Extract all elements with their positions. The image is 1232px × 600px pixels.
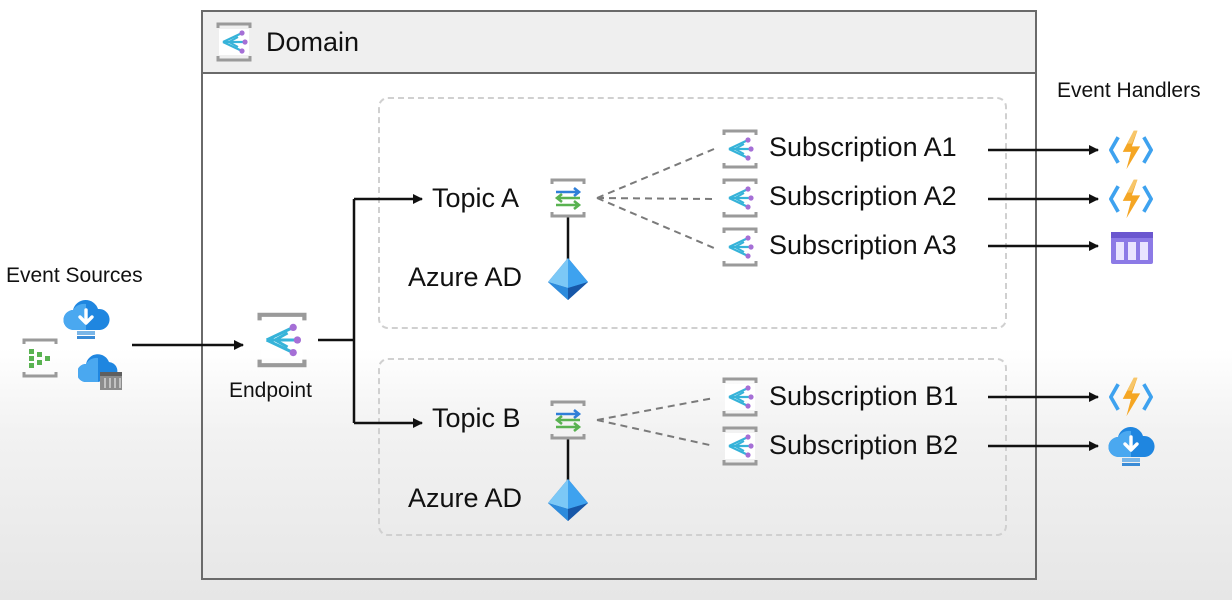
domain-container	[201, 10, 1037, 580]
subscription-a2-label: Subscription A2	[769, 181, 957, 211]
endpoint-icon	[250, 312, 314, 368]
event-handlers-label: Event Handlers	[1057, 79, 1201, 102]
dashed-topic-b-to-b1	[596, 397, 715, 421]
azure-ad-icon	[544, 255, 592, 303]
subscription-b2-icon	[719, 426, 761, 466]
domain-title: Domain	[266, 27, 360, 57]
azure-ad-a-label: Azure AD	[408, 262, 523, 292]
subscription-a3-label: Subscription A3	[769, 230, 957, 260]
endpoint-label: Endpoint	[229, 379, 312, 402]
cloud-download-icon	[62, 300, 110, 340]
connector-endpoint-split	[318, 199, 356, 423]
topic-a-label: Topic A	[432, 183, 520, 213]
subscription-a1-label: Subscription A1	[769, 132, 957, 162]
topic-b-label: Topic B	[432, 403, 521, 433]
dashed-topic-a-to-a1	[596, 148, 715, 199]
subscription-a1-icon	[719, 129, 761, 169]
topic-a-icon	[547, 178, 589, 218]
topic-a-group	[378, 97, 1007, 329]
topic-b-icon	[547, 400, 589, 440]
subscription-b1-label: Subscription B1	[769, 381, 959, 411]
dashed-topic-a-to-a3	[596, 197, 715, 249]
azure-function-icon	[1108, 177, 1154, 221]
storage-queue-icon	[1110, 230, 1154, 266]
dashed-topic-a-to-a2	[596, 197, 715, 200]
azure-ad-b-label: Azure AD	[408, 483, 523, 513]
azure-ad-icon	[544, 476, 592, 524]
event-sources-label: Event Sources	[6, 264, 143, 287]
subscription-b1-icon	[719, 377, 761, 417]
cloud-download-icon	[1107, 427, 1155, 467]
subscription-a2-icon	[719, 178, 761, 218]
subscription-a3-icon	[719, 227, 761, 267]
event-hub-icon	[20, 338, 60, 378]
azure-function-icon	[1108, 128, 1154, 172]
subscription-b2-label: Subscription B2	[769, 430, 959, 460]
azure-function-icon	[1108, 375, 1154, 419]
cloud-storage-icon	[78, 352, 126, 392]
domain-header	[203, 12, 1035, 74]
dashed-topic-b-to-b2	[596, 419, 715, 447]
